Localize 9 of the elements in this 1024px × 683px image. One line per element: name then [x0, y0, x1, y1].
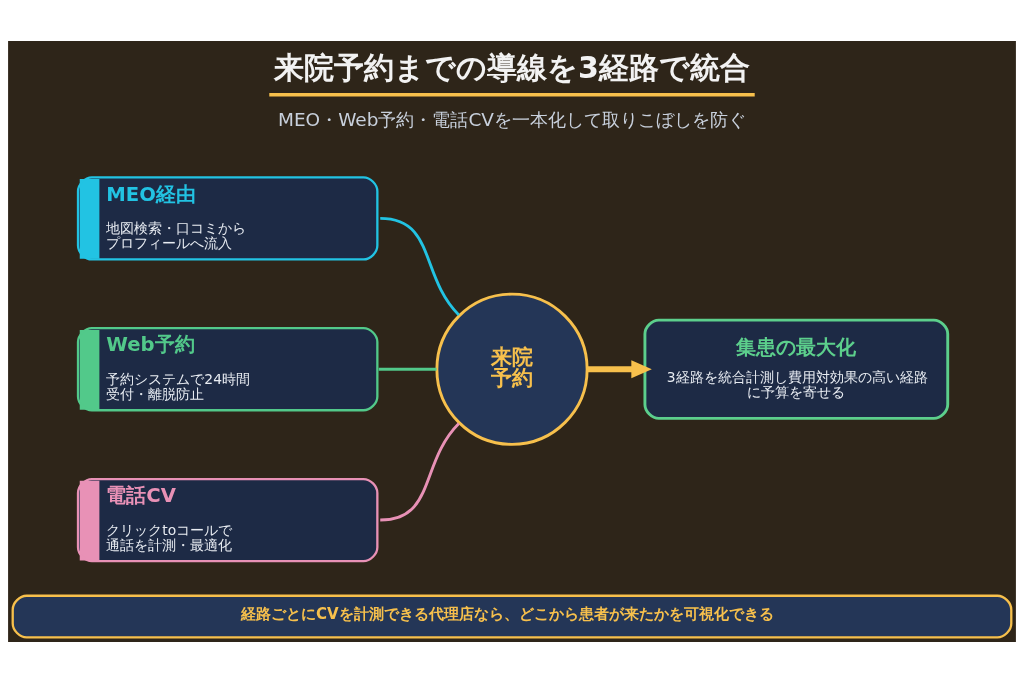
diagram-title: 来院予約までの導線を3経路で統合 — [273, 49, 750, 85]
label: MEO・Web予約・電話CVを一本化して取りこぼしを防ぐ — [277, 109, 747, 131]
node-box: 経路ごとにCVを計測できる代理店なら、どこから患者が来たかを可視化できる — [11, 594, 1013, 639]
connector — [378, 367, 437, 371]
arrow — [587, 360, 652, 379]
connector — [380, 422, 460, 522]
connector — [380, 216, 460, 316]
node-box: 集患の最大化 3経路を統合計測し費用対効果の高い経路に予算を寄せる — [643, 318, 950, 420]
node-circle: 来院予約 — [435, 292, 589, 446]
